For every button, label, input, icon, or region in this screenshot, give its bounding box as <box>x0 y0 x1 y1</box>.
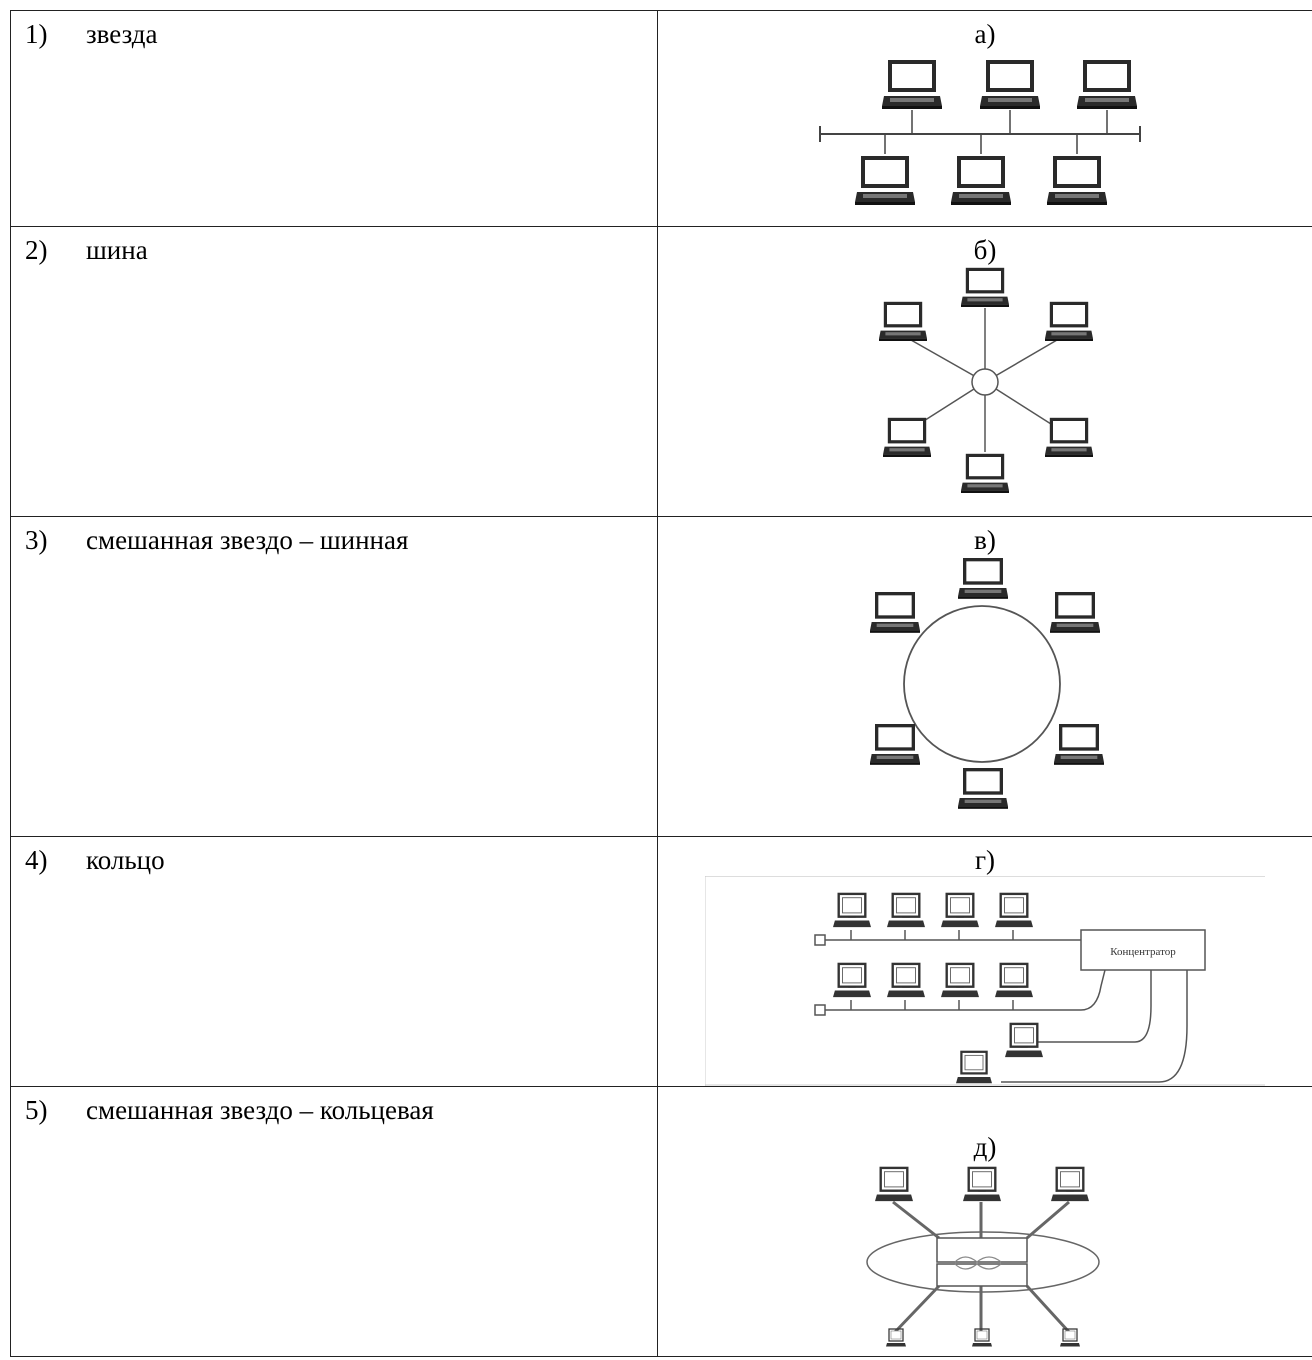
item-label: кольцо <box>86 845 165 875</box>
pc-icon <box>833 892 871 929</box>
pc-icon <box>995 962 1033 999</box>
laptop-icon <box>882 59 942 134</box>
figure-cell: в) <box>657 516 1312 837</box>
pc-icon <box>970 1328 994 1349</box>
ring-line <box>866 1231 1100 1294</box>
pc-icon <box>887 962 925 999</box>
figure-cell: а) <box>657 10 1312 227</box>
pc-icon <box>955 1050 993 1085</box>
table-row: 1) звезда а) <box>10 10 1312 227</box>
figure-letter: а) <box>974 19 996 49</box>
laptop-icon <box>980 59 1040 134</box>
table-row: 3) смешанная звездо – шинная в) <box>10 516 1312 837</box>
table-row: 4) кольцо г) <box>10 836 1312 1087</box>
laptop-icon <box>883 417 931 457</box>
star-ring-topology-diagram <box>866 1167 1100 1349</box>
laptop-icon <box>951 133 1011 205</box>
hub-box: Концентратор <box>1080 928 1206 971</box>
item-number: 1) <box>25 19 48 49</box>
figure-cell: д) <box>657 1085 1312 1357</box>
ring-line <box>903 604 1061 763</box>
laptop-icon <box>1047 133 1107 205</box>
laptop-icon <box>1054 723 1104 765</box>
laptop-icon <box>958 557 1008 599</box>
laptop-icon <box>855 133 915 205</box>
pc-icon <box>1051 1167 1089 1203</box>
pc-icon <box>941 892 979 929</box>
laptop-icon <box>961 267 1009 307</box>
pc-icon <box>875 1167 913 1203</box>
item-label: смешанная звездо – шинная <box>86 525 409 555</box>
pc-icon <box>963 1167 1001 1203</box>
item-number: 2) <box>25 235 48 265</box>
item-label: шина <box>86 235 148 265</box>
hub-box <box>936 1263 1028 1288</box>
item-label: смешанная звездо – кольцевая <box>86 1094 434 1125</box>
figure-letter: в) <box>974 525 996 555</box>
term-cell: 4) кольцо <box>10 836 658 1087</box>
figure-letter: б) <box>973 235 997 265</box>
laptop-icon <box>1050 591 1100 633</box>
pc-icon <box>995 892 1033 929</box>
laptop-icon <box>1077 59 1137 134</box>
hub-box <box>936 1237 1028 1264</box>
laptop-icon <box>961 453 1009 493</box>
laptop-icon <box>879 301 927 341</box>
star-topology-diagram <box>879 267 1093 493</box>
pc-icon <box>1005 1022 1043 1059</box>
bus-topology-diagram <box>819 59 1141 205</box>
laptop-icon <box>1045 417 1093 457</box>
figure-cell: б) <box>657 226 1312 517</box>
term-cell: 3) смешанная звездо – шинная <box>10 516 658 837</box>
laptop-icon <box>1045 301 1093 341</box>
figure-cell: г) <box>657 836 1312 1087</box>
term-cell: 5) смешанная звездо – кольцевая <box>10 1085 658 1357</box>
pc-icon <box>884 1328 908 1349</box>
item-number: 4) <box>25 845 48 875</box>
term-cell: 2) шина <box>10 226 658 517</box>
hub-label: Концентратор <box>1110 946 1176 958</box>
pc-icon <box>887 892 925 929</box>
matching-table: 1) звезда а) <box>10 10 1312 1357</box>
item-label: звезда <box>86 19 158 49</box>
laptop-icon <box>958 767 1008 809</box>
ring-topology-diagram <box>870 557 1104 809</box>
item-number: 5) <box>25 1094 48 1125</box>
table-row: 5) смешанная звездо – кольцевая д) <box>10 1085 1312 1357</box>
item-number: 3) <box>25 525 48 555</box>
laptop-icon <box>870 723 920 765</box>
pc-icon <box>1058 1328 1082 1349</box>
figure-letter: г) <box>974 845 996 875</box>
table-row: 2) шина б) <box>10 226 1312 517</box>
term-cell: 1) звезда <box>10 10 658 227</box>
pc-icon <box>941 962 979 999</box>
pc-icon <box>833 962 871 999</box>
figure-letter: д) <box>973 1131 997 1162</box>
hub-node <box>971 367 999 396</box>
laptop-icon <box>870 591 920 633</box>
star-bus-topology-diagram: Концентратор <box>705 875 1265 1086</box>
